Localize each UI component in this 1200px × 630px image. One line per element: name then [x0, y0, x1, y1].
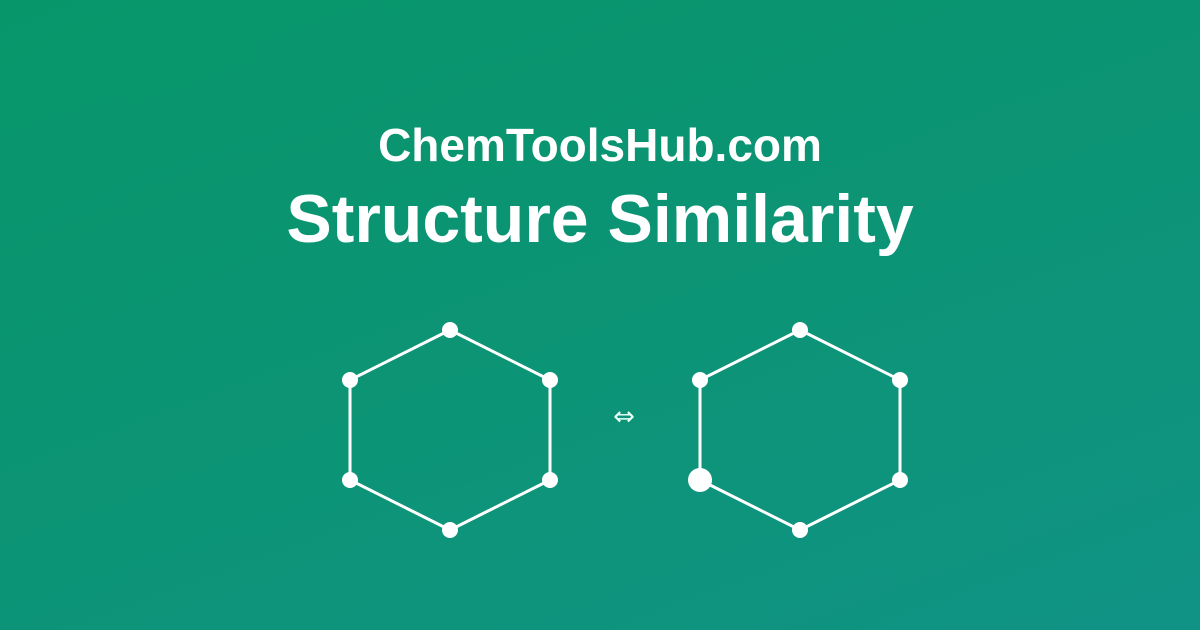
atom-node [542, 372, 558, 388]
atom-node [792, 522, 808, 538]
atom-node [892, 372, 908, 388]
atom-node [542, 472, 558, 488]
atom-node [442, 522, 458, 538]
bond-line [449, 478, 551, 532]
molecule-b-structure [688, 322, 908, 538]
bond-line [699, 328, 801, 382]
bond-line [349, 328, 451, 382]
atom-node [892, 472, 908, 488]
bond-line [349, 478, 451, 532]
atom-node [442, 322, 458, 338]
page-title: Structure Similarity [286, 181, 914, 257]
bond-line [799, 328, 901, 382]
atom-node [342, 372, 358, 388]
atom-node [688, 468, 712, 492]
site-name: ChemToolsHub.com [378, 119, 822, 171]
atom-node [342, 472, 358, 488]
atom-node [692, 372, 708, 388]
atom-node [792, 322, 808, 338]
bond-line [449, 328, 551, 382]
bond-line [699, 478, 801, 532]
bond-line [799, 478, 901, 532]
molecule-a-structure [342, 322, 558, 538]
left-right-double-arrow-icon: ⇔ [613, 402, 635, 432]
